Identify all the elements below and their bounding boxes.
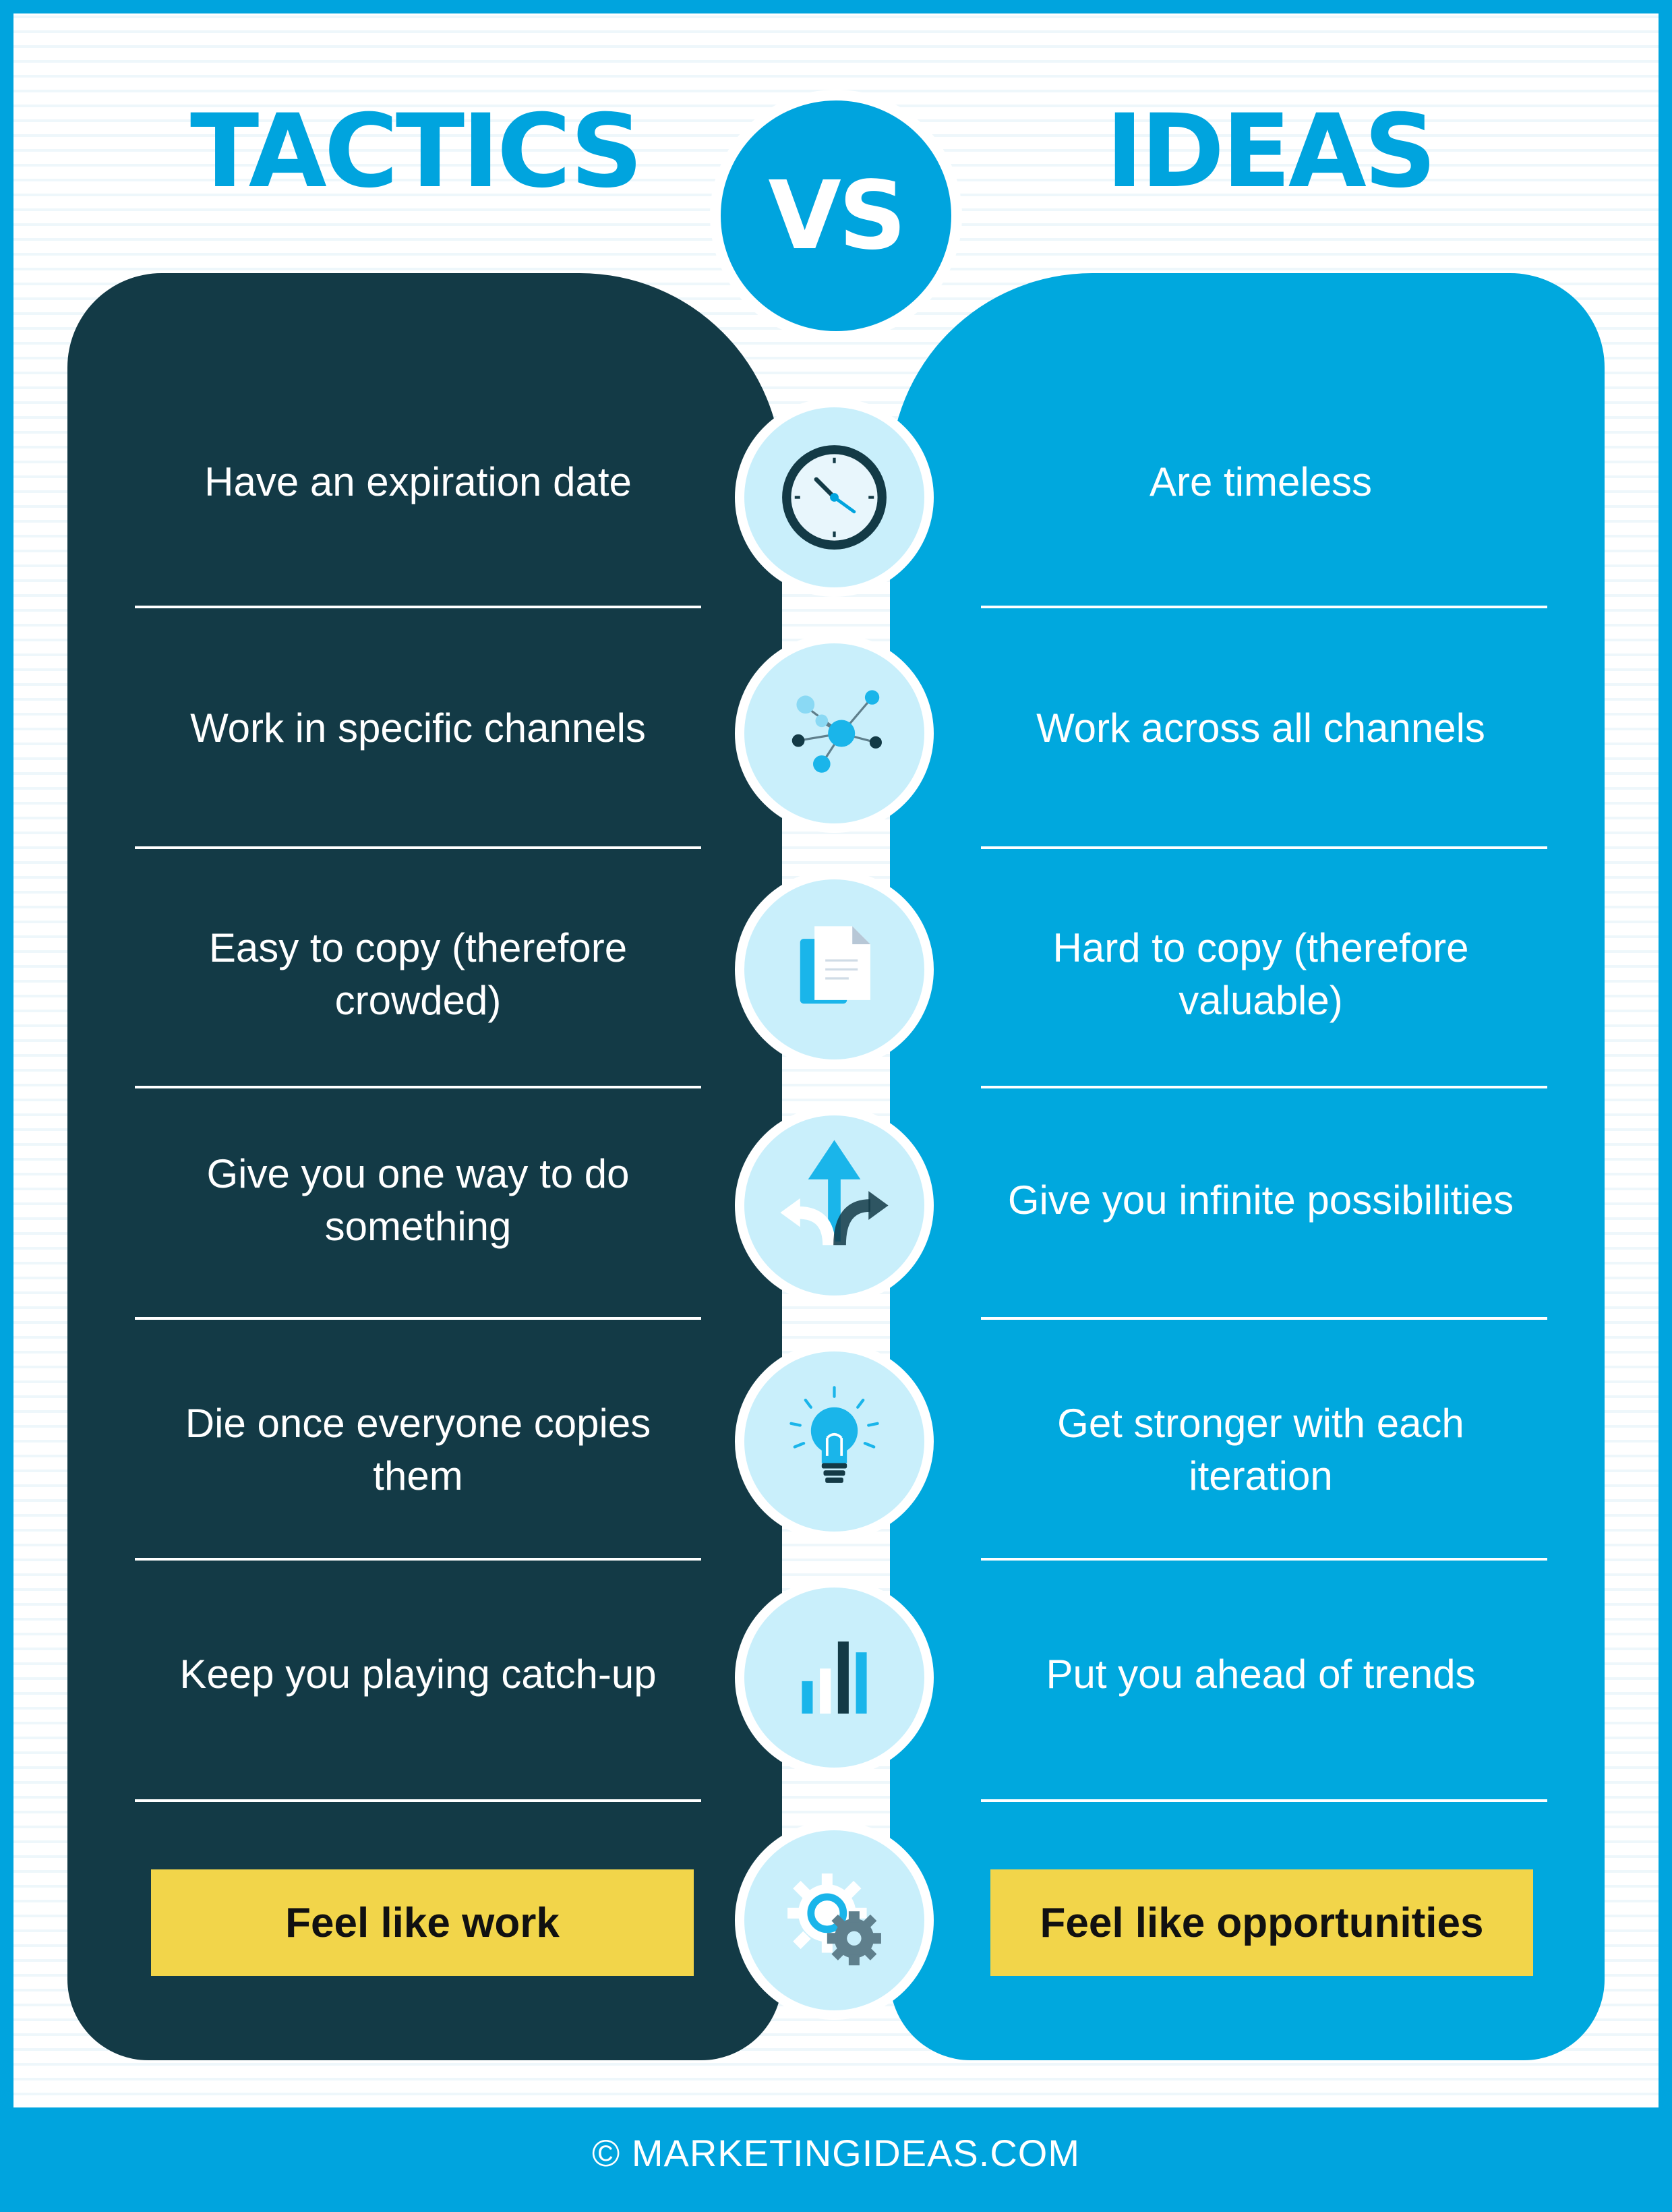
idea-row-4: Give you infinite possibilities [1007,1177,1514,1223]
divider [981,1086,1547,1088]
network-icon [735,634,934,833]
ideas-panel [890,273,1605,2060]
clock-icon [735,398,934,597]
tactics-panel [67,273,782,2060]
idea-row-2: Work across all channels [1036,705,1485,751]
tactics-conclusion: Feel like work [151,1869,694,1976]
divider [981,1799,1547,1802]
bar-chart-icon [735,1578,934,1777]
tactic-row-3: Easy to copy (therefore crowded) [208,925,628,1023]
tactic-row-2: Work in specific channels [190,705,646,751]
lightbulb-icon [735,1342,934,1541]
idea-row-5: Get stronger with each iteration [1057,1401,1464,1498]
idea-row-1: Are timeless [1149,459,1373,504]
ideas-conclusion: Feel like opportunities [990,1869,1533,1976]
gears-icon [735,1821,934,2020]
tactic-row-6: Keep you playing catch-up [179,1651,657,1697]
tactic-row-4: Give you one way to do something [206,1151,630,1249]
divider [135,1799,701,1802]
ideas-heading: IDEAS [1106,93,1437,210]
copy-document-icon [735,870,934,1069]
divider [135,1558,701,1561]
idea-row-6: Put you ahead of trends [1046,1651,1476,1697]
vs-badge: VS [710,90,962,342]
split-arrows-icon [735,1106,934,1305]
divider [135,1086,701,1088]
divider [981,606,1547,608]
tactics-heading: TACTICS [190,93,643,210]
idea-row-3: Hard to copy (therefore valuable) [1052,925,1469,1023]
tactic-row-5: Die once everyone copies them [185,1401,651,1498]
divider [135,846,701,849]
divider [981,1317,1547,1320]
divider [981,846,1547,849]
divider [135,1317,701,1320]
footer-copyright: © MARKETINGIDEAS.COM [592,2132,1080,2174]
tactic-row-1: Have an expiration date [204,459,632,504]
divider [135,606,701,608]
vs-label: VS [768,161,906,271]
divider [981,1558,1547,1561]
